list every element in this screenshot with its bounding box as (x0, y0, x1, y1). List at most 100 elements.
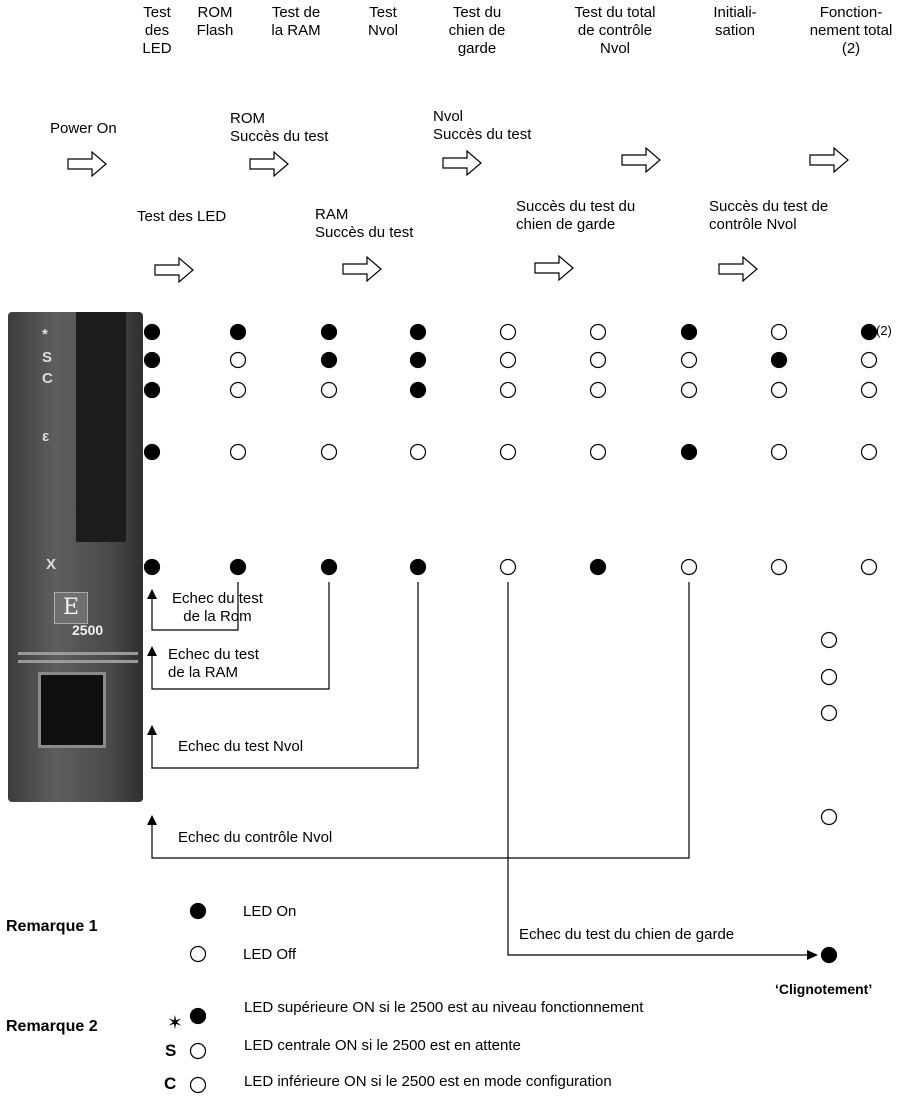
led-indicator (320, 381, 338, 399)
led-indicator (589, 351, 607, 369)
device-stripe (18, 652, 138, 655)
process-arrow (809, 146, 849, 174)
led-indicator (409, 351, 427, 369)
led-indicator (820, 631, 838, 649)
remarque-2-text-bottom: LED inférieure ON si le 2500 est en mode… (244, 1073, 612, 1090)
process-arrow (534, 254, 574, 282)
arrowhead-up (147, 815, 157, 825)
header-rom-flash: ROM Flash (196, 4, 234, 39)
device-model-label: 2500 (72, 622, 104, 638)
label-power-on: Power On (50, 120, 117, 137)
header-full-operation: Fonction- nement total (2) (809, 4, 893, 57)
led-indicator (589, 381, 607, 399)
led-indicator (143, 443, 161, 461)
device-led-label-e: ε (42, 428, 50, 445)
arrowhead-up (147, 725, 157, 735)
arrowhead-right (807, 950, 818, 960)
led-indicator (820, 668, 838, 686)
led-indicator (589, 323, 607, 341)
connector-watchdog-failure (507, 582, 810, 956)
connector-nvol-failure (151, 582, 419, 769)
label-blinking: ‘Clignotement’ (775, 981, 873, 997)
led-indicator (320, 351, 338, 369)
led-indicator (229, 558, 247, 576)
led-indicator (143, 381, 161, 399)
label-note-2: (2) (876, 323, 892, 338)
led-on-legend-icon (189, 902, 207, 920)
arrowhead-up (147, 646, 157, 656)
led-indicator (409, 381, 427, 399)
led-indicator (143, 558, 161, 576)
process-arrow (621, 146, 661, 174)
device-led-label-c: C (42, 370, 53, 387)
led-off-legend-icon (189, 945, 207, 963)
led-indicator (499, 381, 517, 399)
process-arrow (342, 255, 382, 283)
connector-nvol-check-failure (151, 582, 690, 859)
led-bottom-legend-icon (189, 1076, 207, 1094)
led-indicator (409, 558, 427, 576)
label-ram-failure: Echec du test de la RAM (168, 646, 259, 681)
label-nvol-check-failure: Echec du contrôle Nvol (178, 829, 333, 846)
led-indicator (770, 351, 788, 369)
led-indicator (320, 558, 338, 576)
process-arrow (154, 256, 194, 284)
header-watchdog-test: Test du chien de garde (448, 4, 506, 57)
header-ram-test: Test de la RAM (271, 4, 321, 39)
device-logo: E (54, 592, 88, 624)
label-ram-success: RAM Succès du test (315, 206, 414, 241)
led-indicator (860, 351, 878, 369)
led-indicator (820, 704, 838, 722)
led-indicator (143, 351, 161, 369)
led-blinking (820, 946, 838, 964)
led-indicator (680, 558, 698, 576)
led-indicator (229, 443, 247, 461)
led-indicator (409, 323, 427, 341)
device-stripe (18, 660, 138, 663)
led-top-legend-icon (189, 1007, 207, 1025)
led-indicator (409, 443, 427, 461)
led-indicator (499, 558, 517, 576)
led-indicator (320, 443, 338, 461)
process-arrow (67, 150, 107, 178)
led-indicator (589, 558, 607, 576)
led-indicator (589, 443, 607, 461)
label-led-test: Test des LED (137, 208, 227, 225)
header-led-test: Test des LED (142, 4, 172, 57)
remarque-2-title: Remarque 2 (6, 1018, 98, 1035)
led-on-legend: LED On (243, 903, 297, 920)
device-led-label-x: X (46, 556, 57, 573)
led-indicator (229, 381, 247, 399)
process-arrow (442, 149, 482, 177)
remarque-1-title: Remarque 1 (6, 918, 98, 935)
led-middle-legend-icon (189, 1042, 207, 1060)
led-indicator (680, 323, 698, 341)
remarque-2-symbol-c: C (164, 1074, 177, 1093)
label-nvol-failure: Echec du test Nvol (178, 738, 304, 755)
label-rom-failure: Echec du test de la Rom (172, 590, 263, 625)
label-nvol-check-success: Succès du test de contrôle Nvol (709, 198, 829, 233)
led-indicator (860, 558, 878, 576)
device-led-label-star: * (42, 326, 48, 343)
led-indicator (770, 323, 788, 341)
led-indicator (770, 381, 788, 399)
led-indicator (143, 323, 161, 341)
led-indicator (860, 323, 878, 341)
led-indicator (770, 558, 788, 576)
device-led-label-s: S (42, 349, 53, 366)
led-indicator (680, 443, 698, 461)
led-indicator (860, 381, 878, 399)
remarque-2-text-top: LED supérieure ON si le 2500 est au nive… (244, 999, 644, 1016)
process-arrow (249, 150, 289, 178)
led-indicator (499, 323, 517, 341)
connector-ram-failure (151, 582, 330, 690)
led-indicator (680, 381, 698, 399)
remarque-2-symbol-s: S (165, 1041, 177, 1060)
led-indicator (499, 351, 517, 369)
led-indicator (499, 443, 517, 461)
remarque-2-text-middle: LED centrale ON si le 2500 est en attent… (244, 1037, 521, 1054)
led-indicator (229, 323, 247, 341)
led-indicator (860, 443, 878, 461)
arrowhead-up (147, 589, 157, 599)
